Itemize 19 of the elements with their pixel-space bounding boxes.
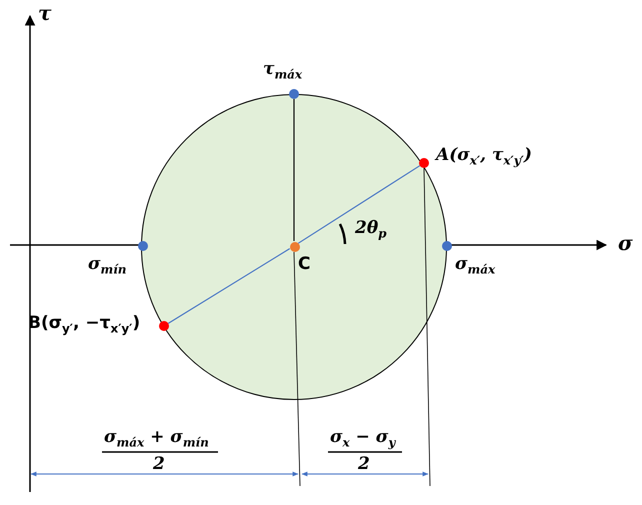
fraction-denominator: 2	[358, 455, 370, 474]
connector-line	[168, 248, 290, 324]
connector-line	[293, 99, 295, 241]
point-marker	[138, 241, 148, 251]
connector-line	[298, 165, 420, 244]
point-label: τ$_{máx}$	[263, 60, 302, 82]
fraction-denominator: 2	[153, 455, 165, 474]
point-marker	[289, 89, 299, 99]
angle-label: 2θ$_{p}$	[355, 219, 387, 241]
fraction-numerator: σ$_{máx}$ + σ$_{mín}$	[104, 428, 209, 450]
axis-label: τ	[38, 2, 52, 24]
point-label: C	[298, 255, 310, 274]
point-label: σ$_{máx}$	[455, 255, 496, 277]
point-marker	[290, 242, 300, 252]
point-marker	[442, 241, 452, 251]
fraction-numerator: σ$_{x}$ − σ$_{y}$	[330, 428, 396, 450]
point-label: σ$_{mín}$	[88, 255, 127, 277]
point-label: A(σ$_{x′}$, τ$_{x′y′}$)	[436, 146, 532, 168]
axis-label: σ	[618, 232, 633, 254]
